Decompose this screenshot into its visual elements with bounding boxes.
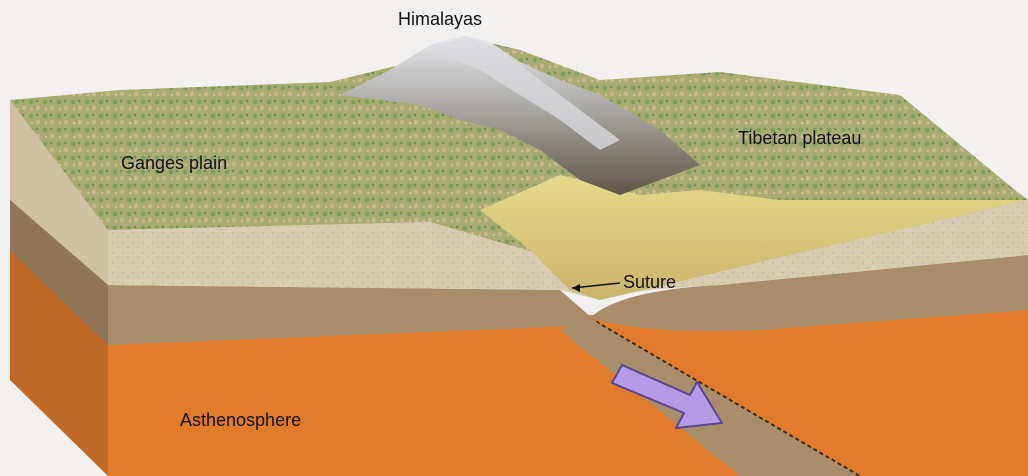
label-tibetan-plateau: Tibetan plateau <box>738 128 861 149</box>
label-himalayas: Himalayas <box>398 9 482 30</box>
label-suture: Suture <box>623 272 676 293</box>
label-asthenosphere: Asthenosphere <box>180 410 301 431</box>
label-ganges-plain: Ganges plain <box>121 153 227 174</box>
